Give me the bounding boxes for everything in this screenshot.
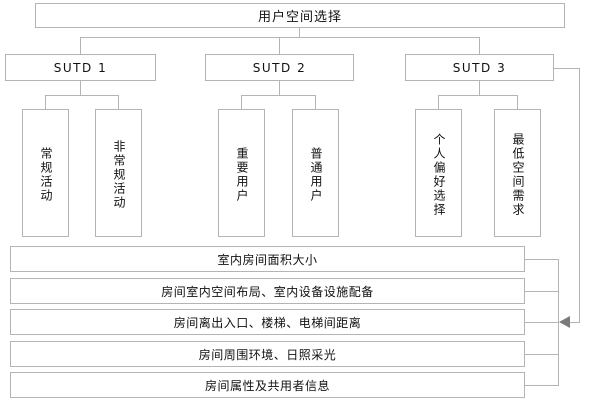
node-leaf-ordinary-user[interactable]: 普通用户 <box>292 109 339 237</box>
row-5-label: 房间属性及共用者信息 <box>204 378 330 393</box>
node-sutd-3[interactable]: SUTD 3 <box>405 54 554 81</box>
node-leaf-1-label: 常规活动 <box>39 147 53 203</box>
node-leaf-6-label: 最低空间需求 <box>511 133 525 217</box>
connector-sutd3-feedback-out <box>554 68 579 69</box>
connector-sutd3-bus <box>438 95 517 96</box>
connector-drop-leaf-6 <box>517 95 518 109</box>
row-4-label: 房间周围环境、日照采光 <box>198 347 337 362</box>
arrow-head-into-collector <box>559 316 570 328</box>
connector-drop-sutd1 <box>80 37 81 55</box>
connector-drop-leaf-5 <box>438 95 439 109</box>
connector-sutd1-stem <box>80 81 81 95</box>
row-interior-layout[interactable]: 房间室内空间布局、室内设备设施配备 <box>10 278 525 304</box>
node-leaf-regular-activity[interactable]: 常规活动 <box>22 109 69 237</box>
connector-row1-stub <box>525 259 558 260</box>
node-sutd-2-label: SUTD 2 <box>252 60 307 75</box>
node-leaf-minimum-space[interactable]: 最低空间需求 <box>494 109 541 237</box>
connector-sutd3-feedback-in <box>570 322 580 323</box>
node-sutd-1[interactable]: SUTD 1 <box>5 54 156 81</box>
connector-row2-stub <box>525 291 558 292</box>
row-room-area[interactable]: 室内房间面积大小 <box>10 246 525 272</box>
connector-sutd1-bus <box>45 95 118 96</box>
connector-row4-stub <box>525 354 558 355</box>
node-leaf-3-label: 重要用户 <box>235 147 249 203</box>
node-leaf-irregular-activity[interactable]: 非常规活动 <box>95 109 142 237</box>
connector-drop-leaf-1 <box>45 95 46 109</box>
node-leaf-2-label: 非常规活动 <box>112 140 126 210</box>
row-distance-to-access[interactable]: 房间离出入口、楼梯、电梯间距离 <box>10 309 525 335</box>
node-sutd-3-label: SUTD 3 <box>452 60 507 75</box>
connector-drop-leaf-2 <box>118 95 119 109</box>
connector-row3-stub <box>525 322 558 323</box>
connector-root-stem <box>299 28 300 38</box>
node-root-label: 用户空间选择 <box>257 10 342 25</box>
connector-row5-stub <box>525 385 558 386</box>
connector-drop-sutd3 <box>479 37 480 55</box>
connector-drop-sutd2 <box>279 37 280 55</box>
node-sutd-2[interactable]: SUTD 2 <box>205 54 354 81</box>
row-surroundings-daylight[interactable]: 房间周围环境、日照采光 <box>10 341 525 367</box>
connector-drop-leaf-4 <box>315 95 316 109</box>
node-leaf-personal-preference[interactable]: 个人偏好选择 <box>415 109 462 237</box>
row-2-label: 房间室内空间布局、室内设备设施配备 <box>161 284 374 299</box>
node-leaf-4-label: 普通用户 <box>309 147 323 203</box>
node-leaf-important-user[interactable]: 重要用户 <box>218 109 265 237</box>
row-attributes-sharers[interactable]: 房间属性及共用者信息 <box>10 372 525 398</box>
connector-sutd3-feedback-down <box>579 68 580 322</box>
node-sutd-1-label: SUTD 1 <box>53 60 108 75</box>
connector-sutd2-stem <box>279 81 280 95</box>
connector-drop-leaf-3 <box>241 95 242 109</box>
row-1-label: 室内房间面积大小 <box>217 252 318 267</box>
connector-sutd3-stem <box>479 81 480 95</box>
connector-sutd2-bus <box>241 95 316 96</box>
connector-rows-collector-bus <box>558 259 559 386</box>
row-3-label: 房间离出入口、楼梯、电梯间距离 <box>173 315 362 330</box>
node-root[interactable]: 用户空间选择 <box>35 3 565 28</box>
node-leaf-5-label: 个人偏好选择 <box>432 133 446 217</box>
connector-level2-bus <box>80 37 480 38</box>
